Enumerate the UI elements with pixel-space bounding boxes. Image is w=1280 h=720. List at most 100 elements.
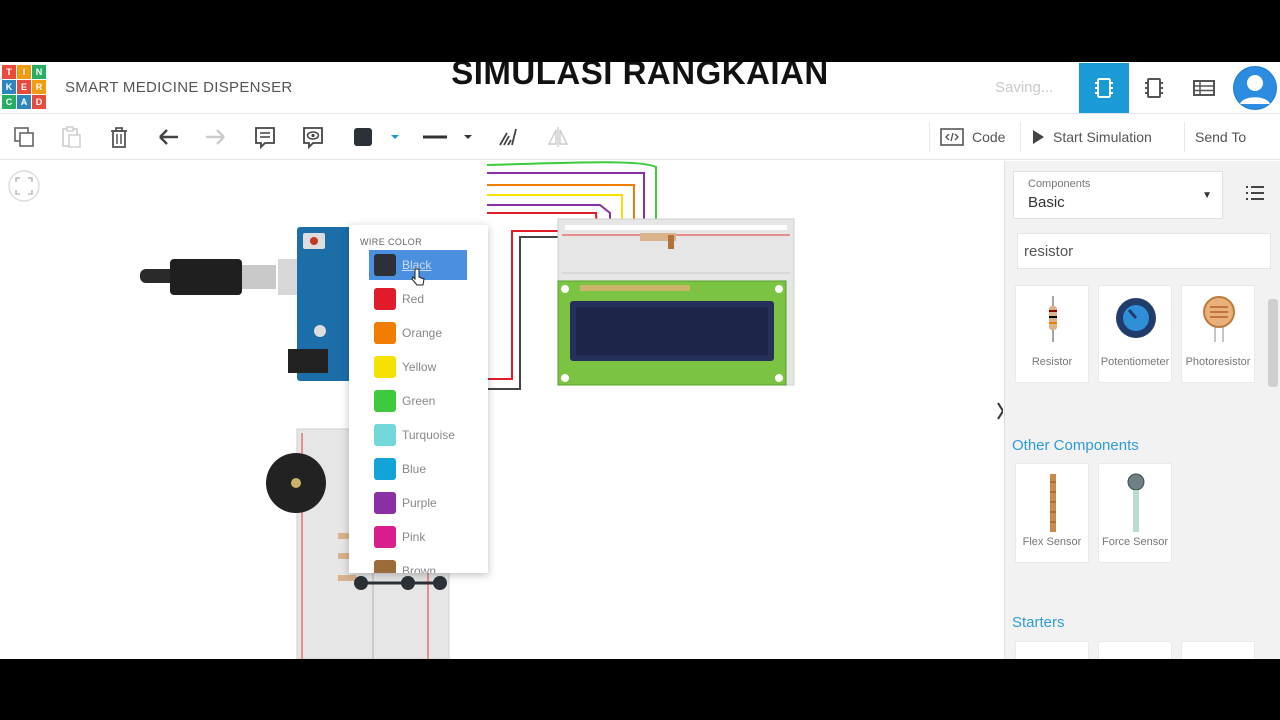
paste-button[interactable] <box>56 122 86 152</box>
chevron-down-icon: ▼ <box>1202 190 1212 201</box>
force-sensor-icon <box>1127 473 1145 532</box>
mirror-button[interactable] <box>543 122 573 152</box>
component-label: Resistor <box>1031 356 1073 368</box>
visibility-button[interactable] <box>298 122 328 152</box>
swatch <box>374 458 396 480</box>
starter-card[interactable] <box>1015 641 1089 659</box>
components-dropdown[interactable]: Components Basic ▼ <box>1013 171 1223 219</box>
save-status: Saving... <box>995 79 1054 96</box>
option-label: Turquoise <box>402 428 455 442</box>
potentiometer-icon <box>1116 298 1156 338</box>
send-to-button[interactable]: Send To <box>1184 122 1256 152</box>
notes-icon <box>255 127 275 149</box>
undo-icon <box>159 129 178 145</box>
circuit-view-button[interactable] <box>1079 63 1129 113</box>
notes-button[interactable] <box>250 122 280 152</box>
component-label: Flex Sensor <box>1022 536 1082 548</box>
wire-bundle[interactable] <box>486 161 657 390</box>
logo-cell: E <box>17 80 31 94</box>
user-avatar-icon[interactable] <box>1233 66 1277 110</box>
swatch <box>374 492 396 514</box>
wire-color-option-purple[interactable]: Purple <box>369 488 467 518</box>
swatch <box>374 288 396 310</box>
piezo-buzzer[interactable] <box>266 453 326 513</box>
option-label: Brown <box>402 564 437 573</box>
component-card-resistor[interactable]: Resistor <box>1015 285 1089 383</box>
code-label: Code <box>972 129 1006 145</box>
swatch <box>374 254 396 276</box>
component-card-potentiometer[interactable]: Potentiometer <box>1098 285 1172 383</box>
component-card-photoresistor[interactable]: Photoresistor <box>1181 285 1255 383</box>
hand-cursor-icon <box>411 268 425 286</box>
tinkercad-logo[interactable]: T I N K E R C A D <box>2 65 46 109</box>
swatch <box>374 322 396 344</box>
panel-scrollbar[interactable] <box>1268 299 1278 387</box>
play-icon <box>1033 130 1044 144</box>
wire-color-option-green[interactable]: Green <box>369 386 467 416</box>
component-label: Force Sensor <box>1101 536 1169 548</box>
resistor-icon <box>1049 296 1057 342</box>
wire-color-option-pink[interactable]: Pink <box>369 522 467 552</box>
mirror-icon <box>547 127 569 147</box>
wire-color-option-brown[interactable]: Brown <box>369 556 467 573</box>
flip-icon <box>499 128 517 146</box>
schematic-view-button[interactable] <box>1129 63 1179 113</box>
logo-cell: K <box>2 80 16 94</box>
components-panel: Components Basic ▼ Resistor Potentiomete… <box>1004 161 1280 659</box>
component-card-flex-sensor[interactable]: Flex Sensor <box>1015 463 1089 563</box>
wire-color-button[interactable] <box>349 122 401 152</box>
project-title[interactable]: SMART MEDICINE DISPENSER <box>65 79 293 96</box>
fit-view-icon[interactable] <box>8 170 40 202</box>
option-label: Orange <box>402 326 443 340</box>
starters-title: Starters <box>1012 614 1065 631</box>
send-to-label: Send To <box>1195 129 1247 145</box>
swatch <box>374 356 396 378</box>
lcd-display[interactable] <box>557 280 787 386</box>
components-dropdown-value: Basic <box>1028 194 1065 211</box>
swatch <box>374 526 396 548</box>
component-card-force-sensor[interactable]: Force Sensor <box>1098 463 1172 563</box>
wire-color-option-turquoise[interactable]: Turquoise <box>369 420 467 450</box>
delete-icon <box>111 127 127 148</box>
start-simulation-label: Start Simulation <box>1053 129 1152 145</box>
list-view-button[interactable] <box>1245 185 1265 206</box>
bom-button[interactable] <box>1179 63 1229 113</box>
option-label: Blue <box>402 462 427 476</box>
logo-cell: C <box>2 95 16 109</box>
starter-card[interactable] <box>1098 641 1172 659</box>
component-label: Potentiometer <box>1100 356 1170 368</box>
wire-color-option-blue[interactable]: Blue <box>369 454 467 484</box>
wire-color-icon <box>354 128 399 146</box>
start-simulation-button[interactable]: Start Simulation <box>1020 122 1162 152</box>
visibility-icon <box>303 127 323 149</box>
logo-cell: R <box>32 80 46 94</box>
arduino-board[interactable] <box>288 227 357 381</box>
component-search-input[interactable] <box>1017 233 1271 269</box>
copy-button[interactable] <box>9 122 39 152</box>
option-label: Yellow <box>402 360 437 374</box>
delete-button[interactable] <box>104 122 134 152</box>
logo-cell: N <box>32 65 46 79</box>
code-button[interactable]: Code <box>929 122 1015 152</box>
option-label: Purple <box>402 496 437 510</box>
wire-type-button[interactable] <box>419 122 475 152</box>
flip-button[interactable] <box>493 122 523 152</box>
redo-button[interactable] <box>200 122 230 152</box>
circuit-canvas[interactable] <box>0 161 1005 659</box>
option-label: Red <box>402 292 425 306</box>
wire-color-option-red[interactable]: Red <box>369 284 467 314</box>
starter-card[interactable] <box>1181 641 1255 659</box>
wire-color-menu: WIRE COLOR Black Red Orange Yellow Green… <box>349 225 488 573</box>
bom-table-icon <box>1193 80 1215 96</box>
wire-color-option-yellow[interactable]: Yellow <box>369 352 467 382</box>
photoresistor-icon <box>1203 296 1235 342</box>
logo-cell: I <box>17 65 31 79</box>
swatch <box>374 560 396 573</box>
list-view-icon <box>1246 186 1264 200</box>
undo-button[interactable] <box>154 122 184 152</box>
option-label: Pink <box>402 530 426 544</box>
wire-type-icon <box>423 135 472 139</box>
panel-toggle-icon[interactable] <box>990 389 1005 433</box>
usb-cable[interactable] <box>140 259 322 295</box>
wire-color-option-orange[interactable]: Orange <box>369 318 467 348</box>
